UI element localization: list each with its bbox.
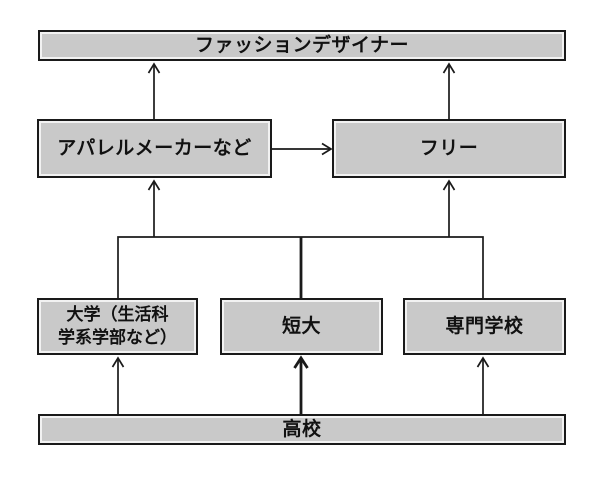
node-freelance: フリー <box>332 119 566 178</box>
node-vocational-school-label: 専門学校 <box>445 315 524 337</box>
edge-high-school-to-university <box>111 356 125 414</box>
edge-connector-to-freelance <box>442 179 456 237</box>
node-high-school-label: 高校 <box>282 418 322 440</box>
edge-apparel-maker-to-freelance <box>272 142 333 156</box>
arrowhead-right-icon <box>321 142 333 156</box>
node-university-label: 大学（生活科 学系学部など） <box>58 305 177 347</box>
node-fashion-designer-label: ファッションデザイナー <box>194 34 410 56</box>
node-vocational-school: 専門学校 <box>403 298 566 355</box>
node-apparel-maker: アパレルメーカーなど <box>37 119 272 178</box>
arrowhead-up-icon <box>476 356 490 368</box>
arrowhead-up-icon <box>147 179 161 191</box>
node-university: 大学（生活科 学系学部など） <box>37 298 198 355</box>
node-freelance-label: フリー <box>419 137 479 159</box>
edge-high-school-to-vocational-school <box>476 356 490 414</box>
edge-apparel-maker-to-fashion-designer <box>147 62 161 119</box>
edge-connector-to-apparel-maker <box>147 179 161 237</box>
node-high-school: 高校 <box>38 414 566 445</box>
edge-schools-shared-connector <box>117 236 484 298</box>
arrowhead-up-icon <box>442 62 456 74</box>
arrowhead-up-icon <box>293 355 309 369</box>
node-junior-college: 短大 <box>220 298 383 355</box>
edge-high-school-to-junior-college <box>293 355 309 414</box>
node-junior-college-label: 短大 <box>281 315 321 337</box>
arrowhead-up-icon <box>442 179 456 191</box>
node-fashion-designer: ファッションデザイナー <box>38 30 566 61</box>
arrowhead-up-icon <box>147 62 161 74</box>
arrowhead-up-icon <box>111 356 125 368</box>
node-apparel-maker-label: アパレルメーカーなど <box>57 137 252 159</box>
edge-freelance-to-fashion-designer <box>442 62 456 119</box>
